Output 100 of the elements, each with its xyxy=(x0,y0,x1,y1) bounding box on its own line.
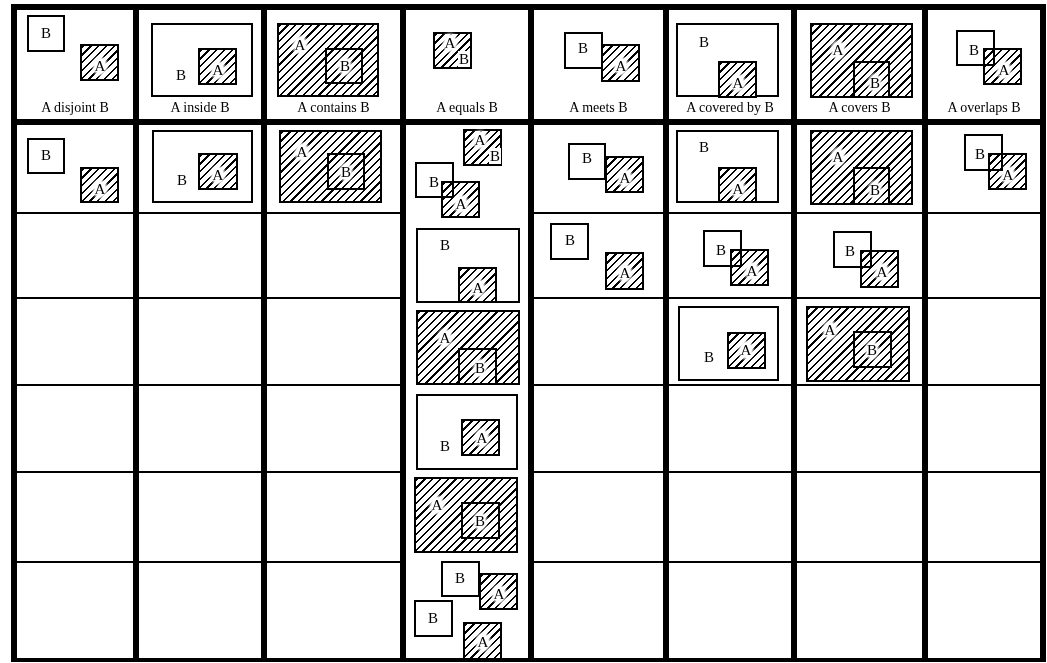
region-letter: B xyxy=(340,58,350,74)
region-letter: B xyxy=(177,172,187,188)
hatched-region xyxy=(433,32,472,69)
hatched-region xyxy=(414,477,518,553)
region-letter: A xyxy=(294,37,306,53)
region-letter: A xyxy=(444,35,456,51)
region-letter: B xyxy=(582,150,592,166)
region-letter: B xyxy=(455,570,465,586)
region-letter: A xyxy=(477,634,489,650)
outlined-region xyxy=(678,306,779,381)
hatched-region xyxy=(441,181,480,218)
region-letter: B xyxy=(867,342,877,358)
hatched-region xyxy=(605,156,644,193)
outlined-region xyxy=(676,23,779,97)
outlined-region xyxy=(703,230,742,267)
region-letter: A xyxy=(619,265,631,281)
region-letter: A xyxy=(832,149,844,165)
hatched-region xyxy=(601,44,640,82)
outlined-region xyxy=(964,134,1003,171)
relation-caption: A contains B xyxy=(297,101,370,115)
hatched-region xyxy=(277,23,379,97)
region-letter: B xyxy=(699,139,709,155)
hatched-region xyxy=(479,573,518,610)
hatched-region xyxy=(279,130,382,203)
hatched-region xyxy=(458,267,497,303)
hatched-region xyxy=(718,167,757,203)
region-letter: B xyxy=(176,67,186,83)
region-letter: B xyxy=(870,182,880,198)
outlined-region xyxy=(853,331,892,368)
hatched-region xyxy=(727,332,766,369)
region-letter: B xyxy=(975,146,985,162)
outlined-region xyxy=(956,30,995,66)
outlined-region xyxy=(416,394,518,470)
region-letter: B xyxy=(969,42,979,58)
hatched-region xyxy=(463,622,502,660)
region-letter: A xyxy=(296,144,308,160)
region-letter: A xyxy=(94,181,106,197)
region-letter: A xyxy=(472,280,484,296)
region-letter: A xyxy=(876,264,888,280)
outlined-region xyxy=(550,223,589,260)
region-letter: A xyxy=(493,586,505,602)
outlined-region xyxy=(327,153,365,190)
region-letter: B xyxy=(41,147,51,163)
region-letter: A xyxy=(476,430,488,446)
region-letter: A xyxy=(740,342,752,358)
outlined-region xyxy=(325,48,363,84)
hatched-region xyxy=(860,250,899,288)
outlined-region xyxy=(564,32,603,69)
region-letter: A xyxy=(212,62,224,78)
hatched-region xyxy=(461,419,500,456)
region-letter: B xyxy=(716,242,726,258)
region-letter: A xyxy=(998,62,1010,78)
outlined-region xyxy=(568,143,606,180)
region-letter: B xyxy=(41,25,51,41)
outlined-region xyxy=(414,600,453,637)
region-letter: A xyxy=(439,330,451,346)
hatched-region xyxy=(718,61,757,98)
hatched-region xyxy=(810,23,913,98)
region-letter: A xyxy=(1002,167,1014,183)
relation-caption: A covers B xyxy=(828,101,891,115)
hatched-region xyxy=(416,310,520,385)
region-letter: B xyxy=(845,243,855,259)
relation-caption: A inside B xyxy=(170,101,230,115)
region-letter: B xyxy=(475,513,485,529)
region-letter: A xyxy=(619,170,631,186)
region-letter: B xyxy=(341,164,351,180)
outlined-region xyxy=(461,502,500,539)
region-letter: A xyxy=(746,263,758,279)
relation-caption: A equals B xyxy=(436,101,498,115)
outlined-region xyxy=(27,15,65,52)
hatched-region xyxy=(806,306,910,382)
relation-caption: A meets B xyxy=(569,101,628,115)
region-letter: B xyxy=(440,438,450,454)
region-letter: A xyxy=(474,132,486,148)
hatched-region xyxy=(80,167,119,203)
region-letter: A xyxy=(94,58,106,74)
region-letter: A xyxy=(732,181,744,197)
hatched-region xyxy=(463,129,502,166)
region-letter: B xyxy=(565,232,575,248)
region-letter: B xyxy=(428,610,438,626)
outlined-region xyxy=(152,130,253,203)
outlined-region xyxy=(151,23,253,97)
hatched-region xyxy=(198,48,237,85)
outlined-region xyxy=(676,130,779,203)
region-letter: B xyxy=(870,75,880,91)
hatched-region xyxy=(730,249,769,286)
region-letter: B xyxy=(440,237,450,253)
outlined-region xyxy=(458,348,497,385)
hatched-region xyxy=(605,252,644,290)
hatched-region xyxy=(988,153,1027,190)
outlined-region xyxy=(853,167,890,205)
region-letter: B xyxy=(704,349,714,365)
relation-caption: A disjoint B xyxy=(41,101,109,115)
outlined-region xyxy=(833,231,872,268)
outlined-region xyxy=(441,561,480,597)
outlined-region xyxy=(27,138,65,174)
hatched-region xyxy=(810,130,913,205)
region-letter: A xyxy=(431,497,443,513)
region-letter: B xyxy=(475,360,485,376)
region-letter: B xyxy=(429,174,439,190)
